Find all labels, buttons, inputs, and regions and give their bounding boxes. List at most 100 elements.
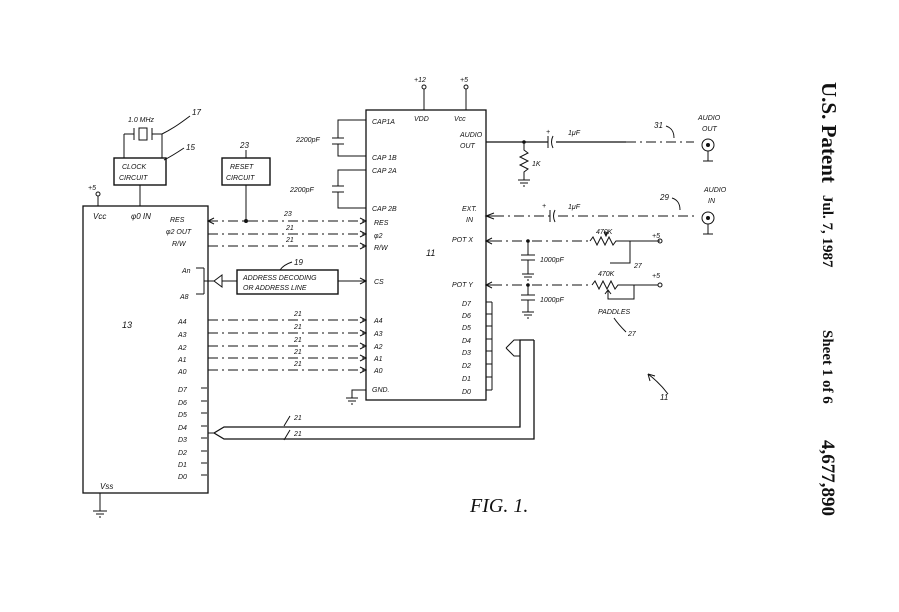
chip-a0-label: A0 [373,368,383,375]
a1-line-ref: 21 [293,349,302,356]
cpu-a1-label: A1 [177,357,187,364]
patent-date: Jul. 7, 1987 [819,195,835,268]
crystal-icon [138,127,148,141]
plus12-label: +12 [414,77,426,84]
chip-d3-label: D3 [462,350,471,357]
cpu-rw-label: R/W [172,241,187,248]
clock-ref: 15 [186,143,195,152]
cap2-value: 2200pF [289,187,314,194]
paddles-label: PADDLES [598,309,630,316]
clock-block-line2: CIRCUIT [119,175,148,182]
system-ref: 11 [647,373,669,402]
chip-audioout-line2: OUT [460,143,476,150]
cpu-d7-label: D7 [178,387,188,394]
a3-line-ref: 21 [293,324,302,331]
addr-ref: 19 [294,258,303,267]
pot-ref-1: 27 [633,263,643,270]
a4-line-ref: 21 [293,311,302,318]
plus5-potx-label: +5 [652,233,660,240]
cpu-d2-label: D2 [178,450,187,457]
audio-in-line2: IN [708,198,716,205]
audio-output-circuit: + 1μF 1K AUDIO OUT 31 [486,115,721,187]
clock-section: 1.0 MHz 17 CLOCK CIRCUIT 15 [113,108,201,206]
chip-a1-label: A1 [373,356,383,363]
chip-cap1a-label: CAP1A [372,119,395,126]
bus-lines: 23 21 21 21 21 21 21 21 21 21 [206,211,535,476]
databus-ref-1: 21 [293,415,302,422]
audio-out-ref: 31 [654,121,663,130]
cpu-a0-label: A0 [177,369,187,376]
audio-input-circuit: + 1μF AUDIO IN 29 [484,187,727,235]
cin-plus: + [542,203,546,210]
phi2-line-ref: 21 [285,225,294,232]
cpu-d3-label: D3 [178,437,187,444]
cpu-phi2out-label: φ2 OUT [166,229,192,236]
chip-res-label: RES [374,220,389,227]
cout-value: 1μF [568,130,581,137]
rw-line-ref: 21 [285,237,294,244]
chip-d5-label: D5 [462,325,471,332]
system-ref-number: 11 [660,393,668,402]
chip-extin-line2: IN [466,217,474,224]
cpu-ref: 13 [122,320,132,330]
cpu-a8-label: A8 [179,294,189,301]
chip-d0-label: D0 [462,389,471,396]
paddle-circuit: 1000pF 470K +5 27 1000pF 470K +5 PADDLES… [484,229,663,338]
chip-d1-label: D1 [462,376,471,383]
chip-a2-label: A2 [373,344,383,351]
cpu-a2-label: A2 [177,345,187,352]
a2-line-ref: 21 [293,337,302,344]
reset-block-line1: RESET [230,164,254,171]
clock-block-line1: CLOCK [122,164,146,171]
sound-chip: CAP1A CAP 1B CAP 2A CAP 2B RES φ2 R/W CS… [346,77,493,405]
audio-out-line2: OUT [702,126,718,133]
cpu-vss-label: Vss [100,482,113,491]
patent-number: 4,677,890 [817,440,838,516]
chip-vcc-label: Vcc [454,116,466,123]
a0-line-ref: 21 [293,361,302,368]
chip-cs-label: CS [374,279,384,286]
chip-cap2a-label: CAP 2A [372,168,397,175]
sound-chip-ref: 11 [426,248,435,258]
cpu-d0-label: D0 [178,474,187,481]
chip-phi2-label: φ2 [374,233,383,240]
pot1-value: 470K [596,229,613,236]
chip-d7-label: D7 [462,301,472,308]
cpu-d6-label: D6 [178,400,187,407]
chip-d6-label: D6 [462,313,471,320]
figure-label: FIG. 1. [469,495,528,517]
reset-block-line2: CIRCUIT [226,175,255,182]
cpu-phi0-label: φ0 IN [131,212,151,221]
address-decoding-block [236,269,339,295]
patent-header: U.S. Patent Jul. 7, 1987 Sheet 1 of 6 4,… [817,82,841,516]
crystal-ref: 17 [192,108,201,117]
chip-gnd-label: GND. [372,387,390,394]
pot2-value: 470K [598,271,615,278]
cout-plus: + [546,129,550,136]
cpu-a4-label: A4 [177,319,187,326]
chip-cap1b-label: CAP 1B [372,155,397,162]
addr-block-line1: ADDRESS DECODING [242,275,317,282]
chip-potx-label: POT X [452,237,473,244]
audio-in-ref: 29 [659,193,669,202]
chip-a4-label: A4 [373,318,383,325]
cpu-vcc-label: Vcc [93,212,106,221]
patent-sheet: Sheet 1 of 6 [819,330,835,404]
cpu-plus5-label: +5 [88,185,96,192]
chip-poty-label: POT Y [452,282,474,289]
cpu-an-label: An [181,268,191,275]
cin-value: 1μF [568,204,581,211]
cpu-d5-label: D5 [178,412,187,419]
res-line-ref: 23 [283,211,292,218]
addr-block-line2: OR ADDRESS LINE [243,285,307,292]
audio-out-line1: AUDIO [697,115,721,122]
paddles-ref: 27 [627,331,637,338]
chip-vdd-label: VDD [414,116,429,123]
cpu-d1-label: D1 [178,462,187,469]
cpu-d4-label: D4 [178,425,187,432]
cpu-chip: Vcc φ0 IN 13 Vss RES φ2 OUT R/W An A8 A4… [82,185,209,518]
chip-d4-label: D4 [462,338,471,345]
chip-d2-label: D2 [462,363,471,370]
crystal-frequency-label: 1.0 MHz [128,117,155,124]
